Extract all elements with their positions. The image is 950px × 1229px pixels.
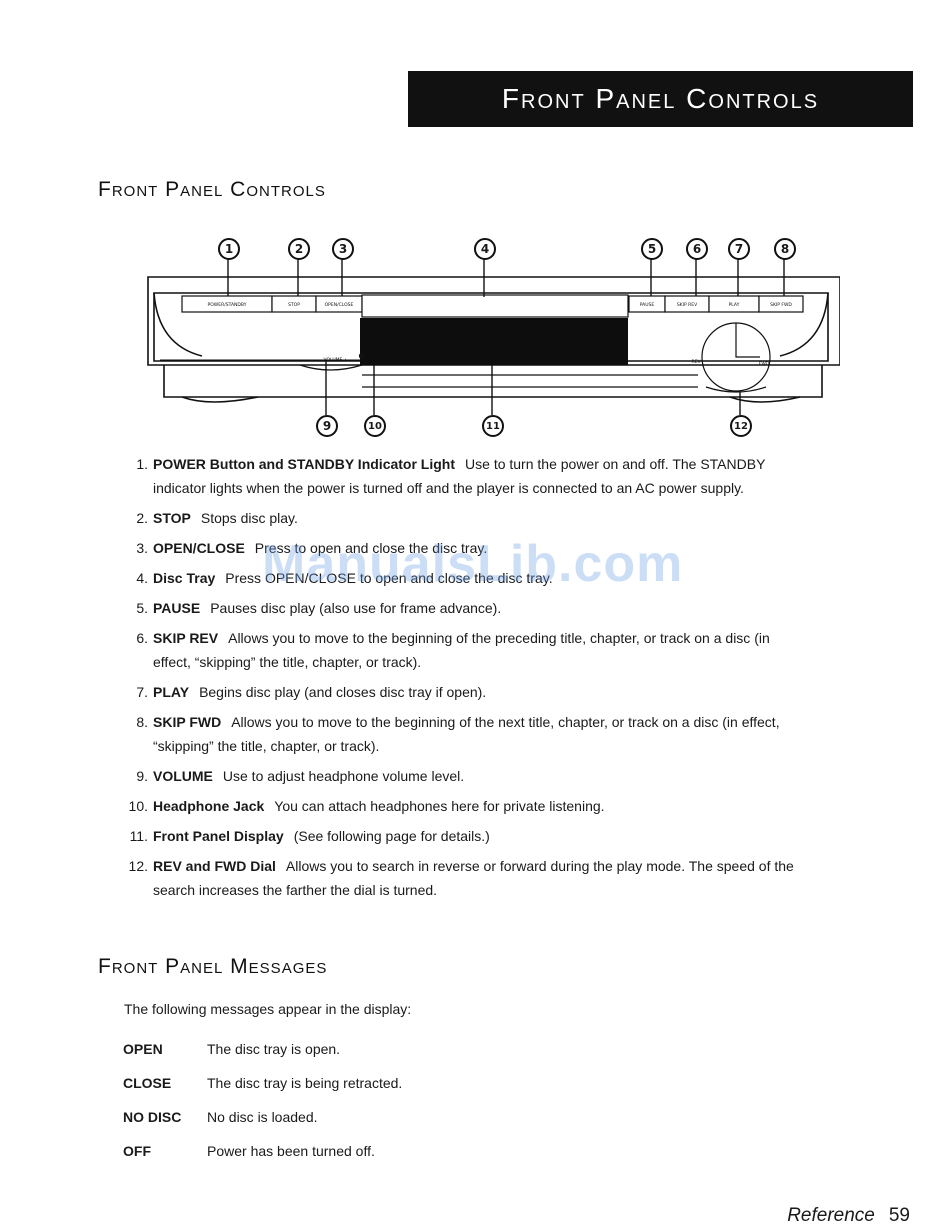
dial-fwd-label: FWD bbox=[759, 361, 770, 367]
item-term: VOLUME bbox=[153, 768, 213, 784]
callout-8: 8 bbox=[774, 238, 796, 260]
item-term: STOP bbox=[153, 510, 191, 526]
message-code: NO DISC bbox=[123, 1109, 182, 1125]
list-item: 2. STOP Stops disc play. bbox=[122, 506, 802, 530]
messages-intro: The following messages appear in the dis… bbox=[124, 1001, 412, 1017]
callout-7: 7 bbox=[728, 238, 750, 260]
list-item: 1. POWER Button and STANDBY Indicator Lig… bbox=[122, 452, 802, 500]
callout-11: 11 bbox=[482, 415, 504, 437]
message-code: CLOSE bbox=[123, 1075, 172, 1091]
item-term: SKIP REV bbox=[153, 630, 219, 646]
list-item: 9. VOLUME Use to adjust headphone volume l… bbox=[122, 764, 802, 788]
item-term: OPEN/CLOSE bbox=[153, 540, 245, 556]
item-number: 10. bbox=[128, 798, 148, 814]
callout-5: 5 bbox=[641, 238, 663, 260]
item-description: Stops disc play. bbox=[200, 510, 298, 526]
panel-label-power: POWER/STANDBY bbox=[208, 302, 247, 308]
item-term: Headphone Jack bbox=[153, 798, 265, 814]
list-item: 10. Headphone Jack You can attach headphon… bbox=[122, 794, 802, 818]
list-item: 11. Front Panel Display (See following pag… bbox=[122, 824, 802, 848]
item-description: (See following page for details.) bbox=[293, 828, 490, 844]
message-description: The disc tray is open. bbox=[207, 1041, 341, 1057]
item-term: PLAY bbox=[153, 684, 190, 700]
dial-rev-label: REV bbox=[691, 359, 701, 365]
panel-label-open-close: OPEN/CLOSE bbox=[325, 302, 354, 308]
item-number: 3. bbox=[136, 540, 148, 556]
callout-9: 9 bbox=[316, 415, 338, 437]
item-description: Use to adjust headphone volume level. bbox=[222, 768, 465, 784]
list-item: 7. PLAY Begins disc play (and closes disc … bbox=[122, 680, 802, 704]
item-number: 11. bbox=[129, 828, 148, 844]
item-description: Use to turn the power on and off. The ST… bbox=[153, 456, 766, 496]
message-description: The disc tray is being retracted. bbox=[207, 1075, 403, 1091]
item-term: Front Panel Display bbox=[153, 828, 284, 844]
panel-label-play: PLAY bbox=[729, 302, 740, 308]
item-description: Press to open and close the disc tray. bbox=[254, 540, 488, 556]
section-heading-messages: Front Panel Messages bbox=[98, 955, 328, 978]
panel-label-volume: - VOLUME + bbox=[320, 357, 347, 363]
item-term: SKIP FWD bbox=[153, 714, 222, 730]
item-description: Allows you to search in reverse or forwa… bbox=[153, 858, 794, 898]
message-code: OPEN bbox=[123, 1041, 163, 1057]
item-number: 5. bbox=[136, 600, 148, 616]
list-item: 4. Disc Tray Press OPEN/CLOSE to open and … bbox=[122, 566, 802, 590]
item-number: 12. bbox=[128, 858, 148, 874]
panel-label-pause: PAUSE bbox=[640, 302, 655, 308]
item-term: PAUSE bbox=[153, 600, 201, 616]
footer-label: Reference bbox=[787, 1205, 875, 1226]
item-description: Allows you to move to the beginning of t… bbox=[153, 714, 780, 754]
item-description: Begins disc play (and closes disc tray i… bbox=[199, 684, 487, 700]
item-number: 4. bbox=[136, 570, 148, 586]
callout-10: 10 bbox=[364, 415, 386, 437]
message-description: No disc is loaded. bbox=[207, 1109, 318, 1125]
watermark: ManualsLib.com bbox=[262, 535, 684, 593]
controls-list: 1. POWER Button and STANDBY Indicator Lig… bbox=[122, 452, 802, 908]
item-number: 2. bbox=[136, 510, 148, 526]
banner-title: Front Panel Controls bbox=[408, 71, 913, 127]
list-item: 5. PAUSE Pauses disc play (also use for fr… bbox=[122, 596, 802, 620]
message-row: NO DISC No disc is loaded. bbox=[123, 1109, 318, 1125]
item-number: 7. bbox=[136, 684, 148, 700]
page-number: 59 bbox=[888, 1205, 910, 1226]
front-panel-illustration: POWER/STANDBY STOP OPEN/CLOSE PAUSE SKIP… bbox=[147, 257, 841, 415]
item-description: Press OPEN/CLOSE to open and close the d… bbox=[225, 570, 553, 586]
panel-label-stop: STOP bbox=[288, 302, 300, 308]
message-row: OPEN The disc tray is open. bbox=[123, 1041, 340, 1057]
item-number: 8. bbox=[136, 714, 148, 730]
callout-6: 6 bbox=[686, 238, 708, 260]
item-description: Allows you to move to the beginning of t… bbox=[153, 630, 770, 670]
message-description: Power has been turned off. bbox=[207, 1143, 375, 1159]
item-description: Pauses disc play (also use for frame adv… bbox=[210, 600, 502, 616]
panel-label-skip-rev: SKIP REV bbox=[677, 302, 698, 308]
callout-2: 2 bbox=[288, 238, 310, 260]
item-number: 9. bbox=[136, 768, 148, 784]
item-term: Disc Tray bbox=[153, 570, 216, 586]
callout-3: 3 bbox=[332, 238, 354, 260]
page-footer: Reference 59 bbox=[787, 1205, 910, 1227]
item-term: REV and FWD Dial bbox=[153, 858, 276, 874]
message-row: OFF Power has been turned off. bbox=[123, 1143, 375, 1159]
callout-4: 4 bbox=[474, 238, 496, 260]
item-term: POWER Button and STANDBY Indicator Light bbox=[153, 456, 456, 472]
item-number: 1. bbox=[136, 456, 148, 472]
callout-12: 12 bbox=[730, 415, 752, 437]
panel-label-skip-fwd: SKIP FWD bbox=[770, 302, 792, 308]
section-heading-controls: Front Panel Controls bbox=[98, 178, 326, 201]
message-row: CLOSE The disc tray is being retracted. bbox=[123, 1075, 402, 1091]
callout-1: 1 bbox=[218, 238, 240, 260]
item-description: You can attach headphones here for priva… bbox=[274, 798, 605, 814]
message-code: OFF bbox=[123, 1143, 151, 1159]
item-number: 6. bbox=[136, 630, 148, 646]
front-panel-diagram: POWER/STANDBY STOP OPEN/CLOSE PAUSE SKIP… bbox=[140, 235, 841, 445]
list-item: 3. OPEN/CLOSE Press to open and close the … bbox=[122, 536, 802, 560]
